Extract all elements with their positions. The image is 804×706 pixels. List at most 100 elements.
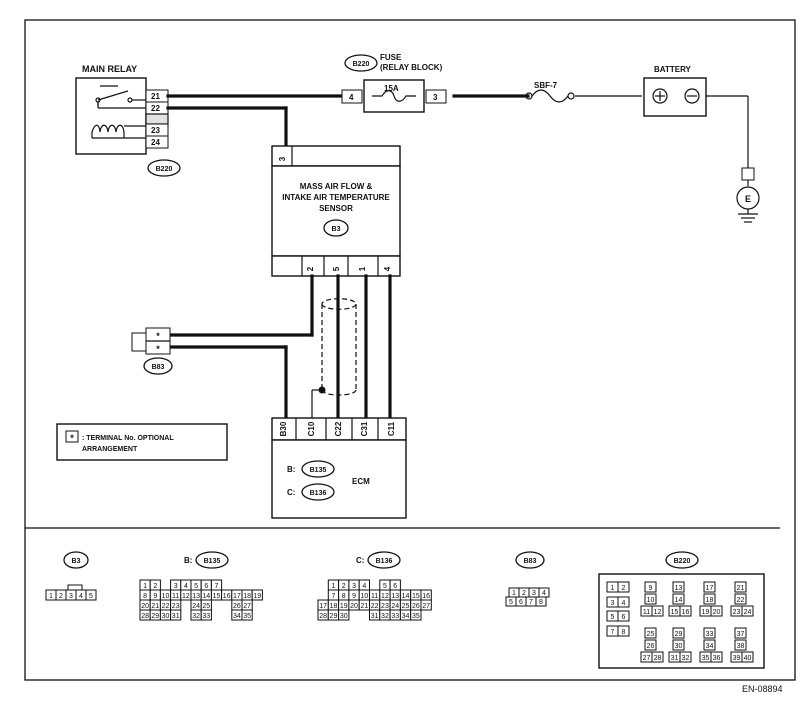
pin-number: 6 bbox=[204, 583, 208, 590]
pin-cell bbox=[170, 609, 182, 621]
pin-number: 24 bbox=[192, 603, 200, 610]
fuse-terminal-in: 4 bbox=[349, 93, 354, 102]
pin-number: 14 bbox=[675, 597, 683, 604]
pinout-b136-tag-label: B136 bbox=[376, 558, 393, 565]
ecm-terminal-c10: C10 bbox=[307, 421, 316, 436]
pin-number: 34 bbox=[233, 613, 241, 620]
b83-star-2: * bbox=[156, 344, 160, 354]
sbf-fuse-icon bbox=[531, 89, 569, 103]
pin-cell bbox=[741, 605, 754, 617]
pin-cell bbox=[703, 593, 716, 605]
ecm-b-prefix: B: bbox=[287, 465, 295, 474]
pin-number: 3 bbox=[611, 600, 615, 607]
relay-terminal-22: 22 bbox=[151, 104, 160, 113]
pin-number: 2 bbox=[59, 593, 63, 600]
pin-number: 19 bbox=[253, 593, 261, 600]
pin-number: 37 bbox=[737, 631, 745, 638]
pin-number: 2 bbox=[342, 583, 346, 590]
power-wires bbox=[166, 94, 749, 168]
pin-cell bbox=[241, 609, 253, 621]
pin-number: 8 bbox=[342, 593, 346, 600]
pin-number: 8 bbox=[539, 599, 543, 606]
pin-cell bbox=[617, 625, 630, 637]
fuse-terminal-out: 3 bbox=[433, 93, 438, 102]
pin-number: 10 bbox=[360, 593, 368, 600]
sensor-top-terminal: 3 bbox=[278, 156, 287, 161]
pin-number: 33 bbox=[202, 613, 210, 620]
pin-cell bbox=[644, 593, 657, 605]
ecm-terminal-c22: C22 bbox=[334, 421, 343, 436]
pin-number: 31 bbox=[671, 655, 679, 662]
sensor-label-3: SENSOR bbox=[319, 204, 353, 213]
shield-icon bbox=[321, 298, 357, 396]
pin-cell bbox=[644, 581, 657, 593]
pin-number: 14 bbox=[402, 593, 410, 600]
fuse-icon bbox=[372, 90, 416, 102]
legend-star: * bbox=[70, 433, 74, 443]
pin-number: 34 bbox=[706, 643, 714, 650]
pinout-b135-tag bbox=[195, 551, 229, 569]
pin-number: 17 bbox=[233, 593, 241, 600]
b136-ecm-tag-label: B136 bbox=[310, 490, 327, 497]
pin-cell bbox=[734, 639, 747, 651]
pin-number: 25 bbox=[402, 603, 410, 610]
pin-number: 9 bbox=[352, 593, 356, 600]
pin-number: 10 bbox=[647, 597, 655, 604]
pin-number: 21 bbox=[151, 603, 159, 610]
pin-number: 18 bbox=[706, 597, 714, 604]
fuse-label: FUSE bbox=[380, 53, 402, 62]
pin-number: 5 bbox=[611, 614, 615, 621]
b220-fuse-tag-label: B220 bbox=[353, 61, 370, 68]
pin-number: 18 bbox=[243, 593, 251, 600]
pin-number: 20 bbox=[141, 603, 149, 610]
pin-number: 25 bbox=[647, 631, 655, 638]
pin-number: 21 bbox=[737, 585, 745, 592]
b136-ecm-tag bbox=[301, 483, 335, 501]
pin-number: 29 bbox=[675, 631, 683, 638]
pin-number: 1 bbox=[143, 583, 147, 590]
b3-sensor-tag-label: B3 bbox=[332, 226, 341, 233]
pin-number: 5 bbox=[194, 583, 198, 590]
pin-number: 22 bbox=[737, 597, 745, 604]
b220-relay-tag bbox=[147, 159, 181, 177]
diagram-frame bbox=[24, 19, 796, 681]
pin-cell bbox=[734, 581, 747, 593]
b83-tag-label: B83 bbox=[152, 364, 165, 371]
pinout-b3-tag-label: B3 bbox=[72, 558, 81, 565]
pin-cell bbox=[651, 651, 664, 663]
main-relay-body bbox=[75, 77, 147, 155]
pin-cell bbox=[338, 609, 350, 621]
pin-cell bbox=[679, 651, 692, 663]
sensor-body bbox=[271, 165, 401, 257]
b135-ecm-tag bbox=[301, 460, 335, 478]
pin-number: 23 bbox=[172, 603, 180, 610]
pin-number: 28 bbox=[319, 613, 327, 620]
pinout-b220-tag bbox=[665, 551, 699, 569]
pin-cell bbox=[535, 596, 547, 607]
sensor-top-connector bbox=[271, 145, 401, 167]
pin-number: 30 bbox=[162, 613, 170, 620]
pin-number: 38 bbox=[737, 643, 745, 650]
b220-fuse-tag bbox=[344, 54, 378, 72]
pin-number: 28 bbox=[654, 655, 662, 662]
pin-number: 31 bbox=[172, 613, 180, 620]
pin-number: 29 bbox=[151, 613, 159, 620]
pin-number: 3 bbox=[532, 590, 536, 597]
legend-line-1: : TERMINAL No. OPTIONAL bbox=[82, 435, 174, 442]
sensor-terminal-5: 5 bbox=[332, 266, 341, 271]
pinout-b136-prefix: C: bbox=[356, 556, 364, 565]
pin-number: 7 bbox=[611, 629, 615, 636]
relay-coil-icon bbox=[91, 124, 125, 133]
pin-number: 16 bbox=[422, 593, 430, 600]
b83-tag bbox=[143, 357, 173, 375]
pin-cell bbox=[672, 639, 685, 651]
pin-number: 24 bbox=[391, 603, 399, 610]
pin-number: 32 bbox=[682, 655, 690, 662]
legend-star-box bbox=[65, 430, 79, 443]
pin-cell bbox=[679, 605, 692, 617]
pin-number: 31 bbox=[371, 613, 379, 620]
